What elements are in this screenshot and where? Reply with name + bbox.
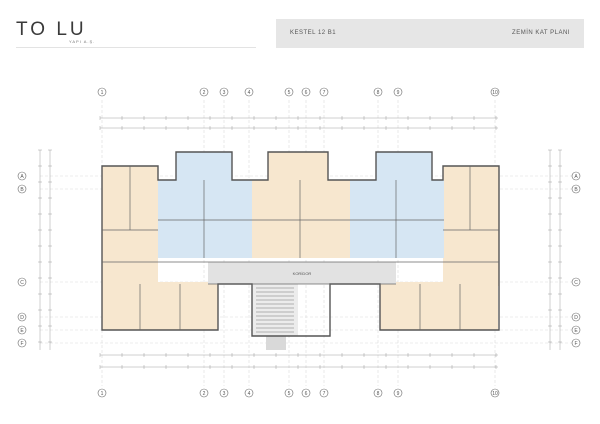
- grid-col-label: 9: [397, 391, 400, 397]
- grid-bubble-col: [219, 388, 229, 398]
- entry: [266, 336, 286, 350]
- grid-bubble-col: [490, 388, 500, 398]
- grid-row-label: F: [574, 341, 577, 347]
- grid-bubble-col: [393, 87, 403, 97]
- grid-col-label: 8: [377, 90, 380, 96]
- grid-row-label: B: [574, 187, 578, 193]
- grid-bubble-row: [17, 184, 27, 194]
- title-bar: KESTEL 12 B1 ZEMİN KAT PLANI: [276, 19, 584, 48]
- grid-bubble-col: [97, 388, 107, 398]
- grid-col-label: 10: [492, 391, 498, 397]
- grid-bubble-row: [571, 277, 581, 287]
- grid-col-label: 4: [248, 90, 251, 96]
- flat-center-left: [252, 180, 300, 258]
- grid-bubble-col: [319, 388, 329, 398]
- grid-bubble-row: [571, 171, 581, 181]
- grid-row-label: F: [20, 341, 23, 347]
- flat-east-lower: [380, 282, 498, 330]
- stairs: [256, 287, 294, 333]
- grid-bubble-col: [244, 388, 254, 398]
- grid-bubble-row: [571, 338, 581, 348]
- grid-col-label: 1: [101, 391, 104, 397]
- brand-logo: TO LU YAPI A.Ş.: [16, 20, 101, 46]
- grid-row-label: C: [20, 280, 24, 286]
- flat-east-upper: [443, 166, 499, 286]
- grid-col-label: 6: [305, 391, 308, 397]
- grid-col-label: 7: [323, 90, 326, 96]
- flat-center-top: [268, 152, 328, 182]
- sheet-title: ZEMİN KAT PLANI: [512, 30, 570, 36]
- grid-bubble-col: [490, 87, 500, 97]
- grid-bubble-row: [17, 171, 27, 181]
- grid-bubble-col: [199, 87, 209, 97]
- grid-bubble-col: [301, 87, 311, 97]
- grid-row-label: D: [574, 315, 578, 321]
- grid-col-label: 5: [288, 391, 291, 397]
- grid-bubble-col: [319, 87, 329, 97]
- flat-zones: [102, 152, 499, 350]
- grid-col-label: 2: [203, 90, 206, 96]
- grid-bubble-col: [97, 87, 107, 97]
- grid-row-label: A: [20, 174, 24, 180]
- grid-bubble-col: [199, 388, 209, 398]
- partitions: [102, 166, 499, 330]
- flat-center-right: [300, 180, 350, 258]
- grid-col-label: 3: [223, 391, 226, 397]
- grid-col-label: 7: [323, 391, 326, 397]
- grid-col-label: 3: [223, 90, 226, 96]
- grid-col-label: 6: [305, 90, 308, 96]
- grid-bubble-col: [373, 388, 383, 398]
- grid-bubble-row: [571, 184, 581, 194]
- grid-bubble-col: [284, 87, 294, 97]
- grid-row-label: D: [20, 315, 24, 321]
- grid-col-label: 10: [492, 90, 498, 96]
- grid-bubble-col: [244, 87, 254, 97]
- corridor-label: KORİDOR: [293, 271, 312, 276]
- dimension-lines: [38, 116, 562, 369]
- grid-col-label: 9: [397, 90, 400, 96]
- flat-blue-west: [158, 180, 252, 258]
- grid-bubble-row: [17, 325, 27, 335]
- logo-subtitle: YAPI A.Ş.: [69, 39, 96, 44]
- grid-row-label: E: [20, 328, 24, 334]
- project-name: KESTEL 12 B1: [290, 30, 337, 36]
- grid-row-label: E: [574, 328, 578, 334]
- logo-text: TO LU: [16, 19, 87, 40]
- grid-bubble-row: [571, 312, 581, 322]
- grid-col-label: 8: [377, 391, 380, 397]
- header-divider: [16, 47, 256, 48]
- grid-bubble-row: [17, 338, 27, 348]
- stair-core: [252, 284, 298, 336]
- grid-col-label: 5: [288, 90, 291, 96]
- walls: [101, 151, 500, 337]
- grid-bubble-row: [17, 277, 27, 287]
- grid-row-label: C: [574, 280, 578, 286]
- flat-west-lower: [102, 282, 218, 330]
- flat-blue-west-top: [176, 152, 232, 182]
- grid-bubble-row: [571, 325, 581, 335]
- grid-col-label: 4: [248, 391, 251, 397]
- grid-bubble-col: [393, 388, 403, 398]
- grid-bubble-col: [301, 388, 311, 398]
- grid-col-label: 2: [203, 391, 206, 397]
- grid-col-label: 1: [101, 90, 104, 96]
- grid-bubble-col: [373, 87, 383, 97]
- grid-bubble-col: [219, 87, 229, 97]
- flat-blue-east-top: [376, 152, 432, 182]
- grid-bubble-col: [284, 388, 294, 398]
- grid-row-label: A: [574, 174, 578, 180]
- flat-blue-east: [350, 180, 444, 258]
- grid-row-label: B: [20, 187, 24, 193]
- grid-bubble-row: [17, 312, 27, 322]
- corridor: [208, 262, 396, 284]
